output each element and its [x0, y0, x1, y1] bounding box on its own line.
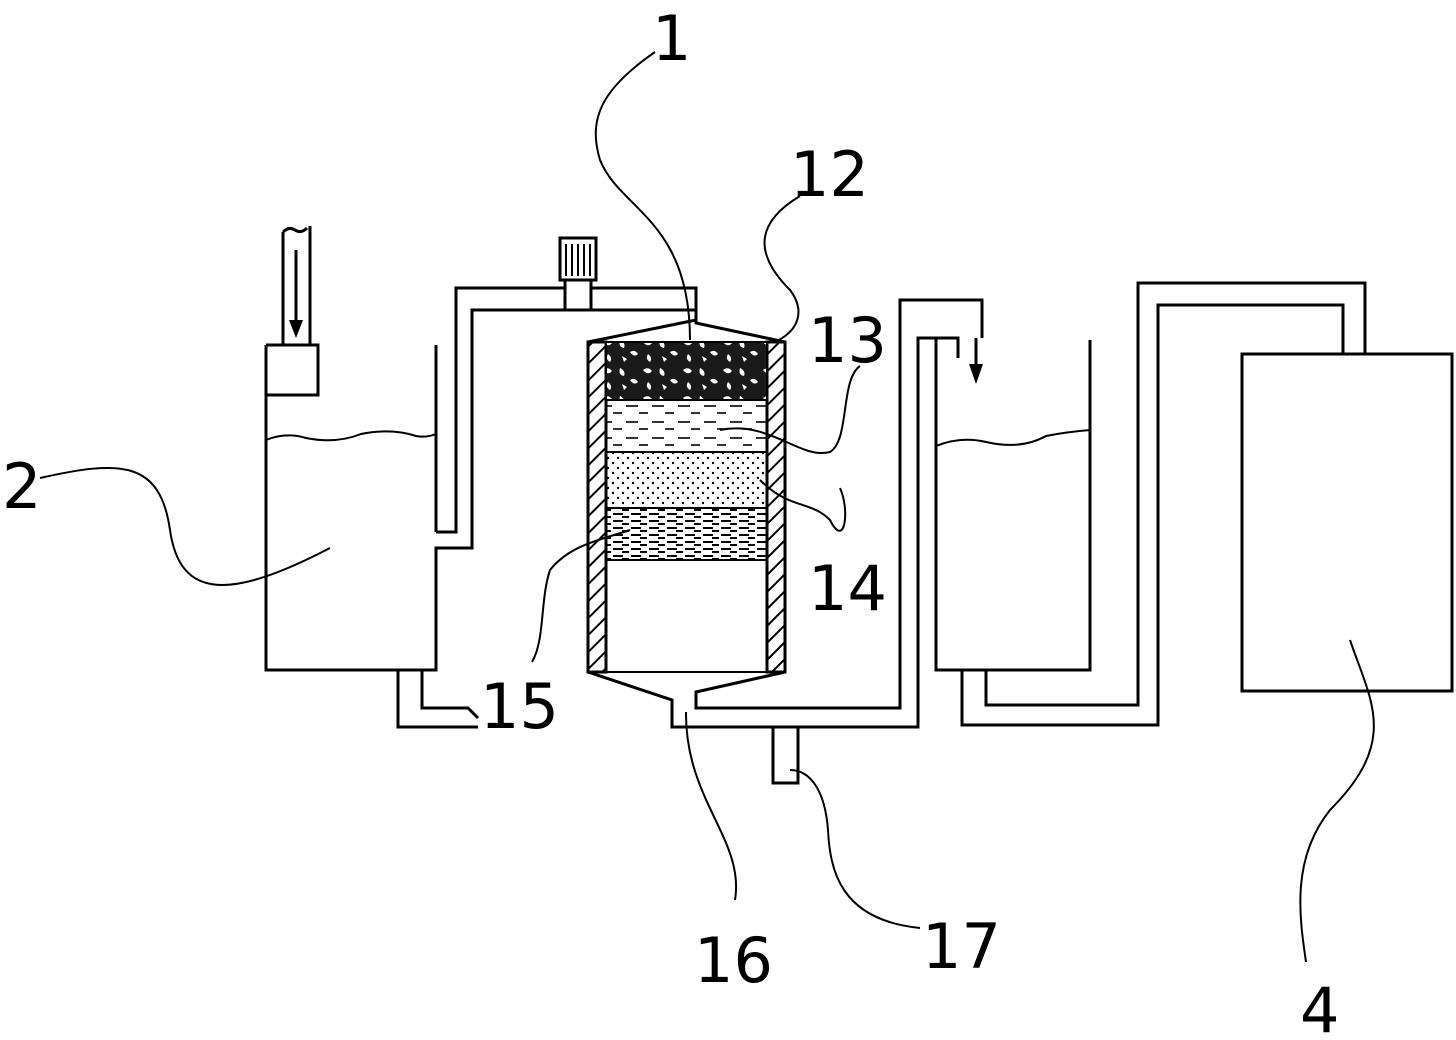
label-layer-2: 13: [808, 304, 887, 377]
label-top-layer: 12: [790, 138, 869, 211]
right-tank-water-surface: [935, 429, 1091, 447]
dotted-layer: [605, 451, 768, 509]
label-filter: 1: [652, 2, 691, 75]
right-tank: [934, 281, 1367, 727]
filter-column: [586, 298, 984, 785]
overflow-pipe: [436, 236, 786, 534]
label-tank-right: 4: [1300, 974, 1339, 1040]
left-tank-water-surface: [265, 430, 437, 442]
dashed-layer: [605, 399, 768, 453]
label-drain: 17: [922, 910, 1001, 983]
label-tank-left: 2: [2, 450, 41, 523]
label-bottom-outlet: 16: [694, 924, 773, 997]
label-layer-3: 14: [808, 552, 887, 625]
left-tank: [264, 226, 696, 729]
gravel-layer: [605, 341, 768, 401]
leader-lines: [39, 51, 1375, 963]
device-box: [1240, 352, 1454, 693]
dense-layer: [605, 507, 768, 561]
label-outlet-left: 15: [480, 670, 559, 743]
